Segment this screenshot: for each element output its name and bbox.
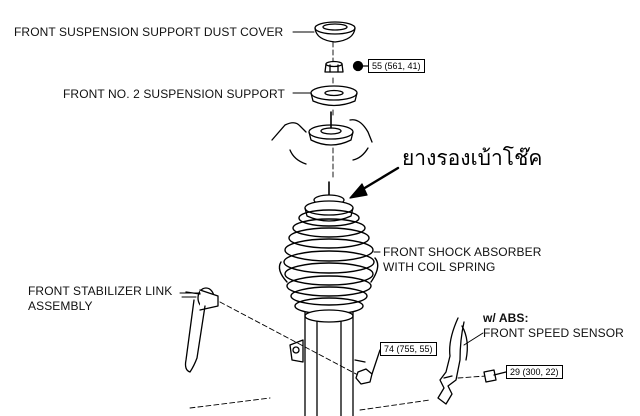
torque-55-box: 55 (561, 41): [368, 59, 425, 73]
bearing-part: [304, 181, 354, 222]
body-mount-outline: [271, 119, 373, 165]
no2-support-part: [310, 85, 358, 107]
callout-arrow: [349, 166, 400, 199]
sensor-bolt-part: [483, 369, 507, 383]
stab-dash-line: [219, 301, 359, 376]
abs-label-line2: FRONT SPEED SENSOR: [483, 326, 624, 340]
stab-label-line1: FRONT STABILIZER LINK: [28, 284, 173, 298]
torque-29-box: 29 (300, 22): [506, 365, 563, 379]
shock-label-line2: WITH COIL SPRING: [383, 260, 496, 274]
no2-support-label: FRONT NO. 2 SUSPENSION SUPPORT: [63, 87, 285, 101]
speed-sensor-part: [437, 317, 468, 405]
dust-cover-part: [314, 21, 356, 43]
shock-absorber-part: [289, 309, 366, 416]
abs-label-line1: w/ ABS:: [483, 311, 529, 325]
upper-mount-part: [308, 111, 354, 146]
shock-label-line1: FRONT SHOCK ABSORBER: [383, 245, 542, 259]
coil-spring-part: [278, 209, 379, 315]
stab-label-line2: ASSEMBLY: [28, 299, 93, 313]
thai-callout-label: ยางรองเบ้าโช๊ค: [402, 146, 543, 170]
dust-cover-label: FRONT SUSPENSION SUPPORT DUST COVER: [14, 25, 284, 39]
leader-lines: [181, 31, 484, 346]
torque-dot-icon: [352, 60, 364, 72]
stabilizer-link-part: [179, 287, 219, 373]
nut-part: [324, 60, 344, 73]
link-nut-part: [355, 368, 373, 385]
torque-74-box: 74 (755, 55): [380, 342, 437, 356]
